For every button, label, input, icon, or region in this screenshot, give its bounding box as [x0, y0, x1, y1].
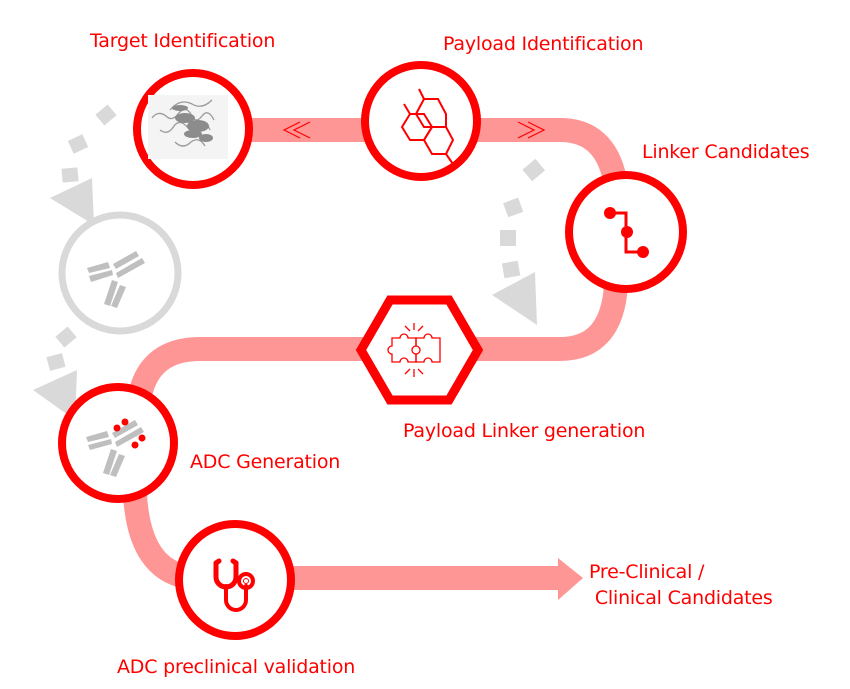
molecule-hexagon-icon: [400, 88, 455, 165]
label-outcome-line1: Pre-Clinical /: [589, 561, 705, 583]
dashed-arrow-left-bottom: [33, 326, 77, 420]
step-target-identification[interactable]: [133, 69, 253, 189]
label-payload-identification: Payload Identification: [443, 33, 644, 55]
flow-path-top: [240, 118, 627, 183]
chevron-left-icon: [282, 121, 311, 139]
step-linker-candidates[interactable]: [565, 171, 687, 293]
label-adc-preclinical-validation: ADC preclinical validation: [117, 656, 356, 678]
label-target-identification: Target Identification: [90, 30, 276, 52]
label-outcome-line2: Clinical Candidates: [589, 587, 773, 609]
label-adc-generation: ADC Generation: [190, 451, 341, 473]
flow-path-middle: [128, 283, 628, 399]
puzzle-pieces-icon: [387, 323, 441, 377]
label-linker-candidates: Linker Candidates: [642, 141, 810, 163]
dashed-arrow-left-top: [50, 104, 117, 225]
stethoscope-icon: [213, 558, 255, 612]
outcome-arrow-head: [558, 558, 583, 600]
step-adc-preclinical-validation[interactable]: [175, 520, 295, 640]
label-payload-linker-generation: Payload Linker generation: [403, 420, 646, 442]
antibody-icon: [87, 251, 145, 308]
chevron-right-icon: [517, 121, 546, 139]
step-adc-generation[interactable]: [58, 383, 178, 503]
antibody-drug-conjugate-icon: [86, 418, 146, 477]
step-payload-linker-generation[interactable]: [355, 295, 484, 405]
step-antibody-inactive[interactable]: [58, 211, 182, 335]
linker-chain-icon: [604, 207, 649, 258]
step-payload-identification[interactable]: [361, 61, 481, 181]
dashed-arrow-right: [492, 158, 546, 325]
protein-structure-icon: [148, 95, 228, 159]
